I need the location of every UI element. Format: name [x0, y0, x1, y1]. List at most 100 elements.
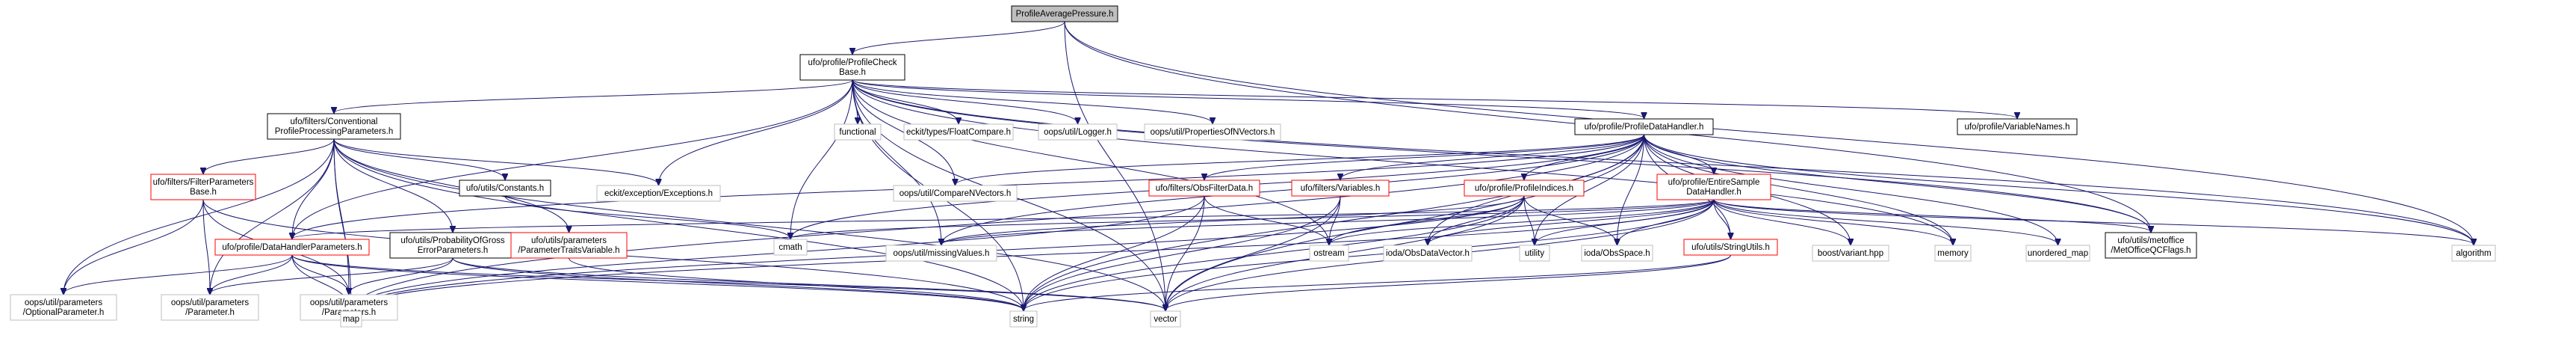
edge-profiledatahandler-to-metofficeqc	[1644, 134, 2152, 232]
node-conventional-label-line-0: ufo/filters/Conventional	[291, 117, 378, 126]
node-metofficeqc-box	[2105, 232, 2197, 259]
node-variables-box	[1291, 180, 1390, 197]
node-map-box	[340, 310, 362, 328]
node-metofficeqc[interactable]: ufo/utils/metoffice/MetOfficeQCFlags.h	[2105, 232, 2197, 259]
edge-entiresample-to-algorithm	[1713, 199, 2474, 245]
node-obsdatavector-label-line-0: ioda/ObsDataVector.h	[1386, 249, 1470, 258]
node-propsofnvec-box	[1144, 123, 1281, 141]
node-probgross[interactable]: ufo/utils/ProbabilityOfGrossErrorParamet…	[389, 232, 516, 259]
node-missingvalues-box	[885, 245, 997, 262]
node-paramtraits-label-line-1: /ParameterTraitsVariable.h	[518, 246, 619, 255]
node-optionalparam-box	[10, 294, 117, 321]
node-entiresample-box	[1656, 174, 1771, 200]
edge-conventional-to-vector	[333, 138, 1165, 310]
edge-filterparamsbase-to-optionalparam	[64, 199, 204, 294]
node-variables-label-line-0: ufo/filters/Variables.h	[1301, 184, 1381, 193]
node-exceptions: eckit/exception/Exceptions.h	[596, 185, 721, 202]
node-floatcompare-label-line-0: eckit/types/FloatCompare.h	[906, 128, 1011, 137]
edge-profileindices-to-missingvalues	[941, 195, 1525, 245]
node-paramtraits[interactable]: ufo/utils/parameters/ParameterTraitsVari…	[510, 232, 628, 259]
node-entiresample-label-line-1: DataHandler.h	[1686, 188, 1741, 197]
node-obsfilterdata[interactable]: ufo/filters/ObsFilterData.h	[1148, 180, 1260, 197]
node-utility-box	[1519, 245, 1550, 262]
edge-conventional-to-optionalparam	[64, 138, 335, 294]
node-exceptions-label-line-0: eckit/exception/Exceptions.h	[604, 189, 713, 198]
edge-paramtraits-to-string	[569, 257, 1024, 310]
edge-conventional-to-constants	[333, 138, 505, 180]
edge-conventional-to-filterparamsbase	[203, 138, 335, 174]
node-stringutils[interactable]: ufo/utils/StringUtils.h	[1683, 239, 1778, 256]
edge-conventional-to-probgross	[333, 138, 453, 232]
node-filterparamsbase-label-line-0: ufo/filters/FilterParameters	[153, 178, 254, 187]
node-profileindices[interactable]: ufo/profile/ProfileIndices.h	[1464, 180, 1585, 197]
node-variablenames-box	[1957, 118, 2078, 135]
node-root[interactable]: ProfileAveragePressure.h	[1011, 5, 1118, 22]
node-variables[interactable]: ufo/filters/Variables.h	[1291, 180, 1390, 197]
node-datahandlerparams-label-line-0: ufo/profile/DataHandlerParameters.h	[222, 243, 362, 252]
edge-profiledatahandler-to-map	[351, 134, 1644, 310]
node-profiledatahandler[interactable]: ufo/profile/ProfileDataHandler.h	[1574, 118, 1714, 135]
edge-profilecheckbase-to-logger	[852, 79, 1078, 123]
edge-profiledatahandler-to-vector	[1165, 134, 1644, 310]
node-missingvalues: oops/util/missingValues.h	[885, 245, 997, 262]
edge-datahandlerparams-to-string	[291, 254, 1024, 310]
edges-layer	[64, 21, 2474, 310]
node-memory-box	[1934, 245, 1972, 262]
node-datahandlerparams-box	[214, 239, 370, 256]
node-conventional[interactable]: ufo/filters/ConventionalProfileProcessin…	[267, 113, 401, 140]
edge-profiledatahandler-to-obsfilterdata	[1204, 134, 1644, 180]
node-stringutils-label-line-0: ufo/utils/StringUtils.h	[1691, 243, 1770, 252]
node-optionalparam-label-line-1: /OptionalParameter.h	[23, 308, 105, 317]
node-obsdatavector-box	[1383, 245, 1473, 262]
edge-profilecheckbase-to-memory	[852, 79, 1953, 245]
edge-conventional-to-datahandlerparams	[292, 138, 335, 239]
node-ostream-label-line-0: ostream	[1313, 249, 1345, 258]
node-datahandlerparams[interactable]: ufo/profile/DataHandlerParameters.h	[214, 239, 370, 256]
nodes-layer: ProfileAveragePressure.h ufo/profile/Prof…	[10, 5, 2496, 328]
edge-profilecheckbase-to-exceptions	[659, 79, 853, 185]
edge-datahandlerparams-to-vector	[291, 254, 1165, 310]
node-filterparamsbase-box	[150, 174, 256, 200]
node-probgross-box	[389, 232, 516, 259]
edge-datahandlerparams-to-parametersh	[291, 254, 349, 294]
edge-entiresample-to-memory	[1713, 199, 1953, 245]
edge-profiledatahandler-to-memory	[1644, 134, 1954, 245]
node-cmath-label-line-0: cmath	[778, 243, 802, 252]
edge-filterparamsbase-to-parameterh	[202, 199, 210, 294]
node-constants[interactable]: ufo/utils/Constants.h	[459, 180, 551, 197]
node-profilecheckbase-label-line-0: ufo/profile/ProfileCheck	[808, 58, 897, 67]
node-profilecheckbase-box	[799, 54, 905, 81]
node-parameterh: oops/util/parameters/Parameter.h	[161, 294, 259, 321]
node-parameterh-label-line-1: /Parameter.h	[185, 308, 235, 317]
node-variablenames[interactable]: ufo/profile/VariableNames.h	[1957, 118, 2078, 135]
node-algorithm-label-line-0: algorithm	[2456, 249, 2491, 258]
edge-entiresample-to-datahandlerparams	[292, 199, 1715, 239]
edge-conventional-to-parameterh	[210, 138, 335, 294]
edge-conventional-to-exceptions	[333, 138, 659, 185]
edge-entiresample-to-string	[1024, 199, 1715, 310]
node-variablenames-label-line-0: ufo/profile/VariableNames.h	[1964, 123, 2069, 132]
edge-profilecheckbase-to-profiledatahandler	[852, 79, 1644, 118]
node-missingvalues-label-line-0: oops/util/missingValues.h	[894, 249, 990, 258]
edge-profilecheckbase-to-missingvalues	[852, 79, 941, 245]
node-memory: memory	[1934, 245, 1972, 262]
edge-profileindices-to-obsspace	[1523, 195, 1617, 245]
edge-profiledatahandler-to-unorderedmap	[1644, 134, 2058, 245]
node-propsofnvec-label-line-0: oops/util/PropertiesOfNVectors.h	[1151, 128, 1275, 137]
edge-probgross-to-parameterh	[210, 257, 453, 294]
edge-entiresample-to-missingvalues	[941, 199, 1715, 245]
node-parameterh-box	[161, 294, 259, 321]
node-parametersh-label-line-0: oops/util/parameters	[310, 298, 388, 307]
edge-profiledatahandler-to-obsspace	[1617, 134, 1644, 245]
node-floatcompare: eckit/types/FloatCompare.h	[903, 123, 1014, 141]
edge-stringutils-to-vector	[1165, 254, 1731, 310]
node-optionalparam-label-line-0: oops/util/parameters	[25, 298, 102, 307]
node-comparenvectors: oops/util/CompareNVectors.h	[893, 185, 1018, 202]
edge-profilecheckbase-to-metofficeqc	[852, 79, 2151, 232]
node-paramtraits-label-line-0: ufo/utils/parameters	[531, 236, 607, 245]
node-obsspace-box	[1581, 245, 1653, 262]
